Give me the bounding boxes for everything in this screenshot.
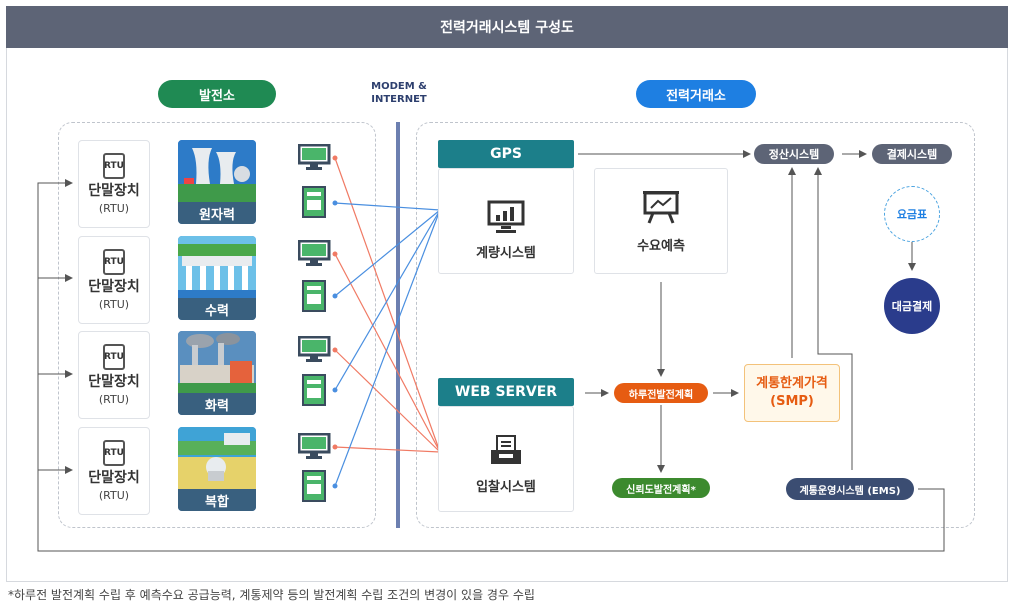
rtu-sublabel: (RTU) <box>98 489 130 502</box>
section-label-power-exchange: 전력거래소 <box>636 80 756 108</box>
metering-system-label: 계량시스템 <box>476 245 536 261</box>
network-label-line2: INTERNET <box>371 94 427 105</box>
thermal-plant-icon <box>178 331 256 393</box>
footnote: *하루전 발전계획 수립 후 예측수요 공급능력, 계통제약 등의 발전계획 수… <box>8 588 535 602</box>
rtu-icon: RTU <box>103 344 125 370</box>
tariff-circle: 요금표 <box>884 186 940 242</box>
plant-label: 복합 <box>178 489 256 511</box>
ems-tag: 계통운영시스템 (EMS) <box>786 478 914 500</box>
plant-hydro: 수력 <box>178 236 256 320</box>
rtu-icon-text: RTU <box>104 448 124 458</box>
bidding-system-box: 입찰시스템 <box>438 406 574 512</box>
feedback-loop <box>37 179 945 552</box>
plant-combined: 복합 <box>178 427 256 511</box>
server-icon <box>302 374 326 406</box>
rtu-card-2: RTU 단말장치 (RTU) <box>78 236 150 324</box>
hydro-dam-icon <box>178 236 256 298</box>
server-icon <box>302 470 326 502</box>
rtu-sublabel: (RTU) <box>98 298 130 311</box>
demand-forecast-box: 수요예측 <box>594 168 728 274</box>
smp-label-line2: (SMP) <box>770 394 814 409</box>
day-ahead-plan-tag: 하루전발전계획 <box>614 383 708 403</box>
rtu-sublabel: (RTU) <box>98 202 130 215</box>
rtu-card-3: RTU 단말장치 (RTU) <box>78 331 150 419</box>
rtu-icon-text: RTU <box>104 161 124 171</box>
rtu-card-4: RTU 단말장치 (RTU) <box>78 427 150 515</box>
monitor-icon <box>298 240 331 266</box>
rtu-label: 단말장치 <box>88 374 140 390</box>
plant-label: 화력 <box>178 393 256 415</box>
monitor-icon <box>298 336 331 362</box>
plant-label: 원자력 <box>178 202 256 224</box>
rtu-icon-text: RTU <box>104 257 124 267</box>
smp-box: 계통한계가격 (SMP) <box>744 364 840 422</box>
web-server-header: WEB SERVER <box>438 378 574 406</box>
section-label-power-plants: 발전소 <box>158 80 276 108</box>
rtu-sublabel: (RTU) <box>98 393 130 406</box>
blue-links <box>334 202 441 487</box>
nuclear-plant-icon <box>178 140 256 202</box>
power-exchange-area <box>416 122 975 528</box>
payment-system-tag: 결제시스템 <box>872 144 952 164</box>
smp-label-line1: 계통한계가격 <box>756 376 828 391</box>
network-label: MODEM & INTERNET <box>364 80 434 106</box>
presentation-board-icon <box>643 190 679 224</box>
link-dots <box>332 155 338 489</box>
flow-arrows <box>578 150 916 473</box>
demand-forecast-label: 수요예측 <box>637 238 685 254</box>
rtu-label: 단말장치 <box>88 279 140 295</box>
red-links <box>334 157 441 453</box>
combined-plant-icon <box>178 427 256 489</box>
rtu-icon: RTU <box>103 440 125 466</box>
monitor-icon <box>298 433 331 459</box>
rtu-icon-text: RTU <box>104 352 124 362</box>
plant-label: 수력 <box>178 298 256 320</box>
monitor-icon <box>298 144 331 170</box>
reliability-plan-tag: 신뢰도발전계획* <box>612 478 710 498</box>
metering-chart-icon <box>487 200 525 233</box>
server-icon <box>302 280 326 312</box>
billing-circle: 대금결제 <box>884 278 940 334</box>
rtu-card-1: RTU 단말장치 (RTU) <box>78 140 150 228</box>
rtu-icon: RTU <box>103 153 125 179</box>
page-title: 전력거래시스템 구성도 <box>6 6 1008 48</box>
plant-nuclear: 원자력 <box>178 140 256 224</box>
server-icon <box>302 186 326 218</box>
power-plant-area <box>58 122 376 528</box>
rtu-label: 단말장치 <box>88 183 140 199</box>
gps-header: GPS <box>438 140 574 168</box>
document-tray-icon <box>491 434 521 464</box>
bidding-system-label: 입찰시스템 <box>476 479 536 495</box>
network-label-line1: MODEM & <box>371 81 427 92</box>
plant-thermal: 화력 <box>178 331 256 415</box>
rtu-icon: RTU <box>103 249 125 275</box>
metering-system-box: 계량시스템 <box>438 168 574 274</box>
rtu-label: 단말장치 <box>88 470 140 486</box>
settlement-system-tag: 정산시스템 <box>754 144 834 164</box>
